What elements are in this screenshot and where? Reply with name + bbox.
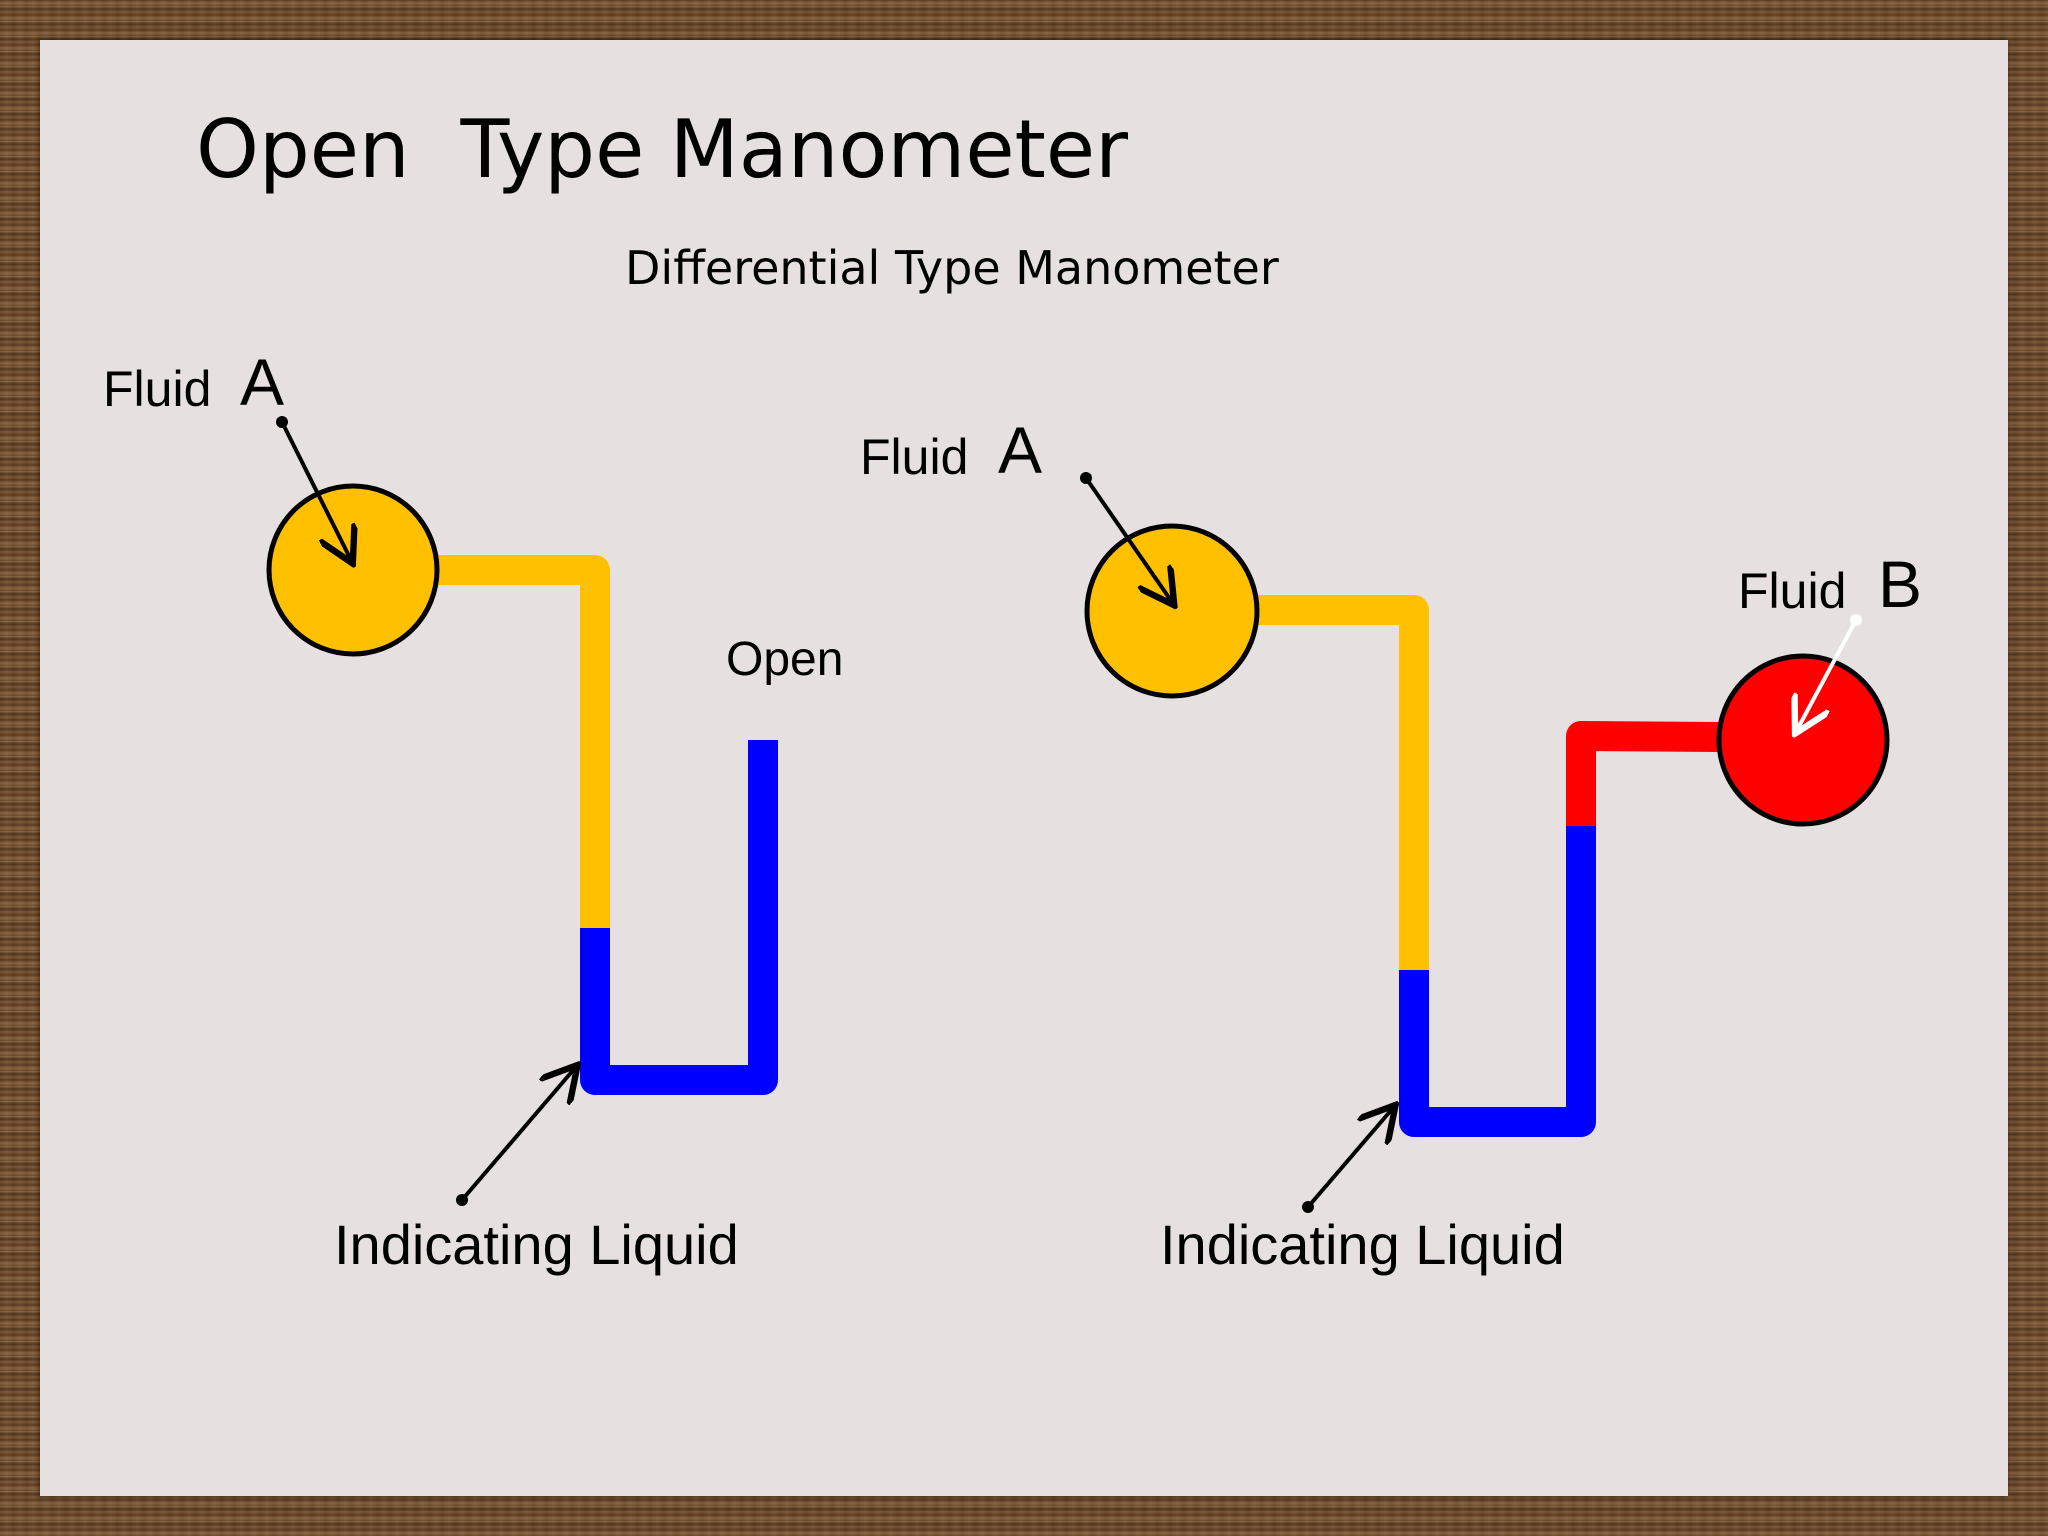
open-end-label: Open [726, 633, 843, 686]
fluid-a-label: Fluid [103, 361, 211, 417]
fluid-b-letter: B [1878, 547, 1922, 621]
differential-manometer: Fluid A Fluid B Indicating Liquid [860, 413, 1922, 1276]
fluid-b-vessel [1716, 653, 1890, 827]
open-manometer: Fluid A Open Indicating Liquid [103, 345, 843, 1276]
indicating-liquid-tube [580, 740, 778, 1095]
indicating-liquid-tube [1399, 824, 1596, 1137]
fluid-b-pipe [1566, 721, 1721, 826]
fluid-a-vessel [1084, 523, 1260, 699]
fluid-a-label: Fluid [860, 429, 968, 485]
manometer-diagrams: Fluid A Open Indicating Liquid Fluid [103, 345, 1922, 1276]
slide-panel: Open Type Manometer Differential Type Ma… [40, 40, 2008, 1496]
indicating-liquid-pointer-arrow [1306, 1108, 1393, 1209]
fluid-a-pipe [1250, 595, 1429, 972]
fluid-b-label: Fluid [1738, 563, 1846, 619]
fluid-a-letter: A [998, 413, 1042, 487]
page-title: Open Type Manometer [196, 103, 1129, 196]
fluid-a-pointer-arrow [280, 421, 351, 560]
indicating-liquid-label: Indicating Liquid [334, 1213, 739, 1276]
fluid-a-vessel [266, 483, 440, 657]
fluid-a-letter: A [240, 345, 284, 419]
fluid-a-pipe [430, 555, 610, 930]
fluid-b-pointer-arrow [1797, 619, 1858, 730]
indicating-liquid-pointer-arrow [460, 1068, 575, 1202]
page-subtitle: Differential Type Manometer [625, 241, 1279, 295]
indicating-liquid-label: Indicating Liquid [1160, 1213, 1565, 1276]
fluid-a-pointer-arrow [1084, 476, 1172, 602]
